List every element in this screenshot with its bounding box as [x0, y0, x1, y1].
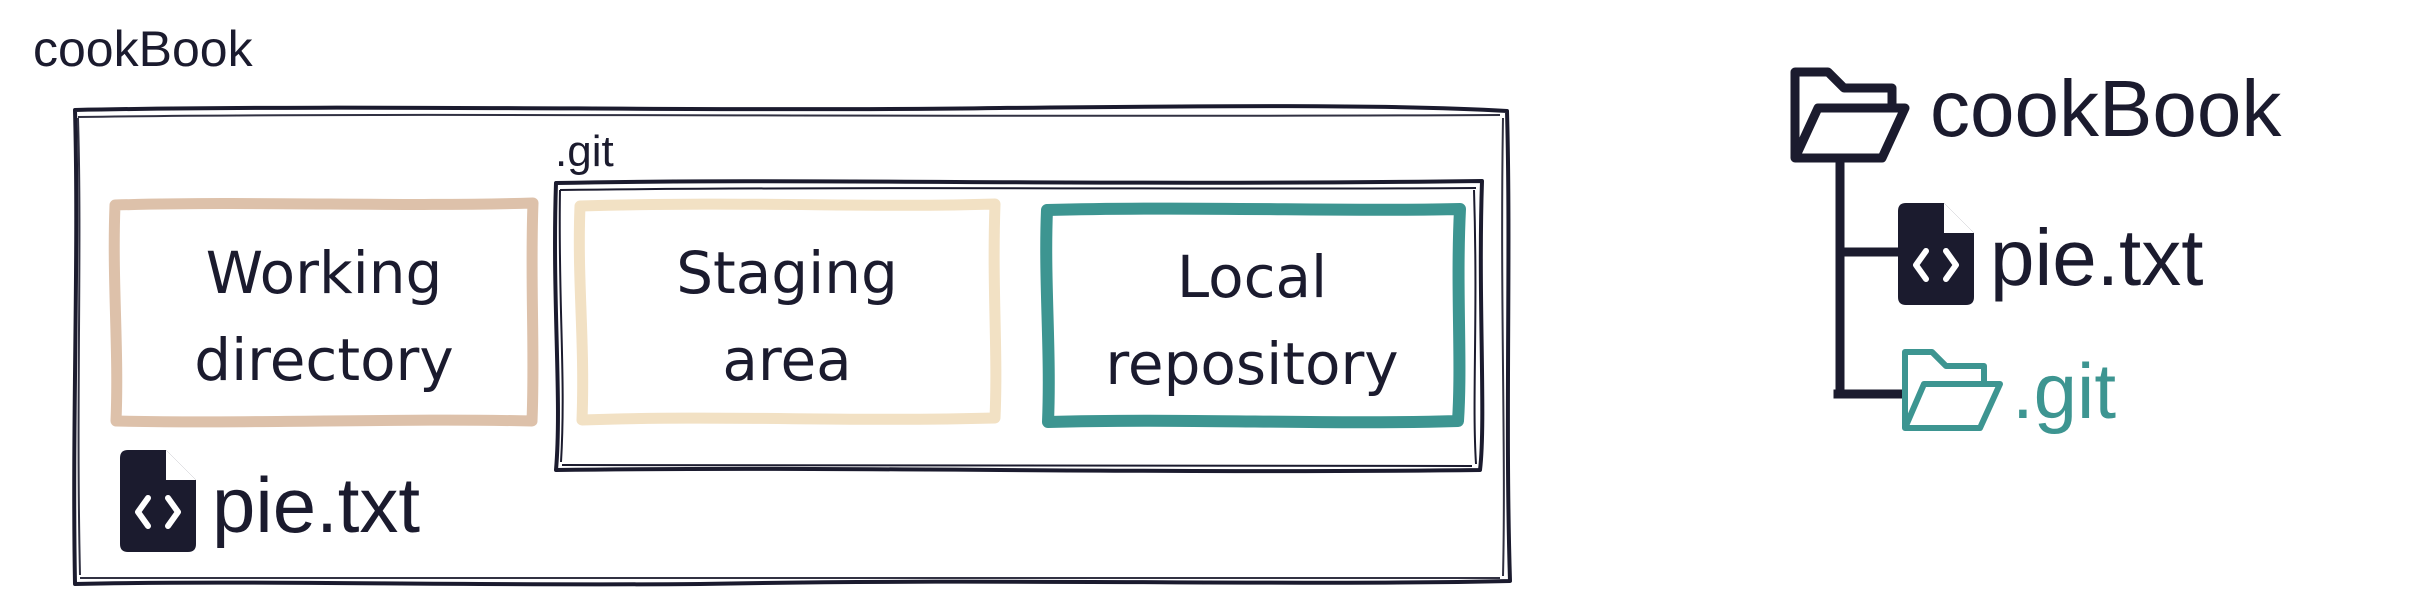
git-container	[553, 179, 1485, 474]
open-folder-icon	[1790, 67, 1910, 163]
pie-file-label: pie.txt	[212, 461, 420, 549]
working-directory-line1: Working	[206, 239, 443, 307]
local-repository-line2: repository	[1105, 330, 1398, 398]
tree-root-label: cookBook	[1930, 64, 2282, 153]
git-container-sketch	[558, 187, 1477, 467]
tree-code-file-icon	[1898, 203, 1974, 305]
code-file-icon	[120, 450, 196, 552]
local-repository-line1: Local	[1177, 243, 1327, 311]
staging-area-line1: Staging	[676, 239, 898, 307]
cookbook-container-sketch	[77, 113, 1505, 581]
working-directory-box	[108, 197, 539, 428]
working-directory-line2: directory	[194, 326, 453, 394]
staging-area-box	[573, 198, 1002, 426]
cookbook-folder-label: cookBook	[33, 21, 254, 77]
staging-area-line2: area	[722, 326, 851, 394]
git-folder-label: .git	[555, 127, 614, 176]
git-folder-icon	[1902, 349, 2003, 431]
tree-connector-lines	[1833, 157, 1907, 399]
tree-file-label: pie.txt	[1990, 213, 2203, 302]
cookbook-container	[72, 104, 1512, 587]
local-repository-box	[1040, 202, 1466, 429]
tree-git-label: .git	[2012, 347, 2116, 435]
